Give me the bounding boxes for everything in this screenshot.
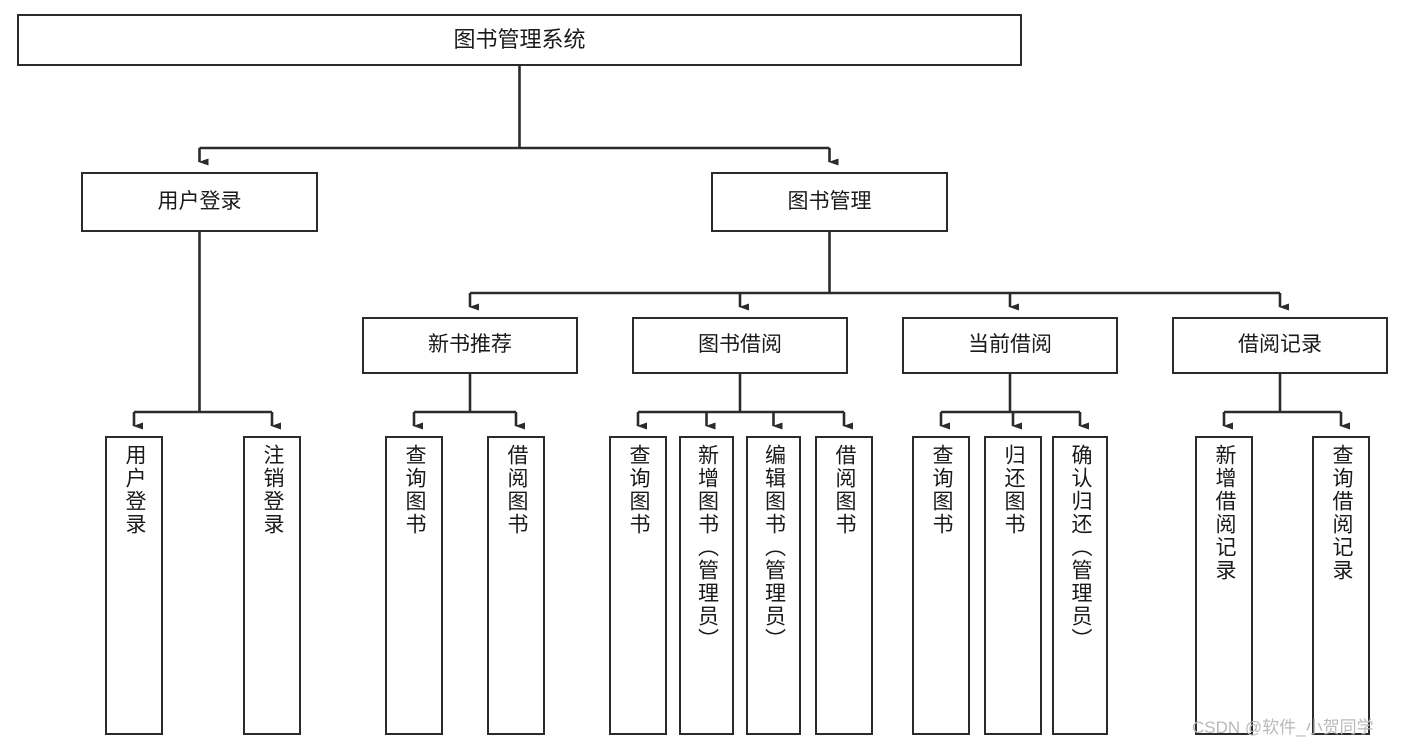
node-label-leaf-add-record: 新增借阅记录 — [1213, 444, 1237, 582]
node-label-leaf-edit-book-admin: 编辑图书（管理员） — [762, 444, 786, 651]
node-leaf-add-record[interactable]: 新增借阅记录 — [1195, 436, 1253, 735]
node-label-new-book-rec: 新书推荐 — [428, 333, 512, 357]
node-label-book-manage: 图书管理 — [787, 189, 872, 213]
node-book-borrow[interactable]: 图书借阅 — [632, 317, 848, 374]
node-leaf-query-record[interactable]: 查询借阅记录 — [1312, 436, 1370, 735]
node-leaf-add-book-admin[interactable]: 新增图书（管理员） — [679, 436, 734, 735]
node-leaf-borrow-book[interactable]: 借阅图书 — [815, 436, 873, 735]
node-label-leaf-add-book-admin: 新增图书（管理员） — [695, 444, 719, 651]
node-label-current-borrow: 当前借阅 — [968, 333, 1052, 357]
edges-group — [132, 66, 1350, 430]
node-label-borrow-record: 借阅记录 — [1238, 333, 1322, 357]
node-label-book-borrow: 图书借阅 — [698, 333, 782, 357]
node-label-leaf-borrow-book: 借阅图书 — [833, 444, 857, 536]
node-label-leaf-query-record: 查询借阅记录 — [1330, 444, 1354, 582]
node-root[interactable]: 图书管理系统 — [17, 14, 1022, 66]
node-label-leaf-borrow-query-book: 查询图书 — [627, 444, 651, 536]
node-leaf-borrow-query-book[interactable]: 查询图书 — [609, 436, 667, 735]
node-label-leaf-rec-query-book: 查询图书 — [403, 444, 427, 536]
node-label-leaf-cur-query-book: 查询图书 — [930, 444, 954, 536]
node-label-leaf-logout: 注销登录 — [261, 444, 285, 536]
node-label-leaf-confirm-return-admin: 确认归还（管理员） — [1069, 444, 1093, 651]
node-new-book-rec[interactable]: 新书推荐 — [362, 317, 578, 374]
node-label-leaf-rec-borrow-book: 借阅图书 — [505, 444, 529, 536]
node-label-root: 图书管理系统 — [453, 27, 586, 53]
node-leaf-rec-query-book[interactable]: 查询图书 — [385, 436, 443, 735]
node-label-user-login: 用户登录 — [157, 189, 242, 213]
node-leaf-rec-borrow-book[interactable]: 借阅图书 — [487, 436, 545, 735]
node-user-login[interactable]: 用户登录 — [81, 172, 318, 232]
node-leaf-user-login[interactable]: 用户登录 — [105, 436, 163, 735]
node-leaf-confirm-return-admin[interactable]: 确认归还（管理员） — [1052, 436, 1108, 735]
node-label-leaf-user-login: 用户登录 — [123, 444, 147, 536]
node-leaf-edit-book-admin[interactable]: 编辑图书（管理员） — [746, 436, 801, 735]
node-leaf-return-book[interactable]: 归还图书 — [984, 436, 1042, 735]
node-leaf-cur-query-book[interactable]: 查询图书 — [912, 436, 970, 735]
node-leaf-logout[interactable]: 注销登录 — [243, 436, 301, 735]
node-label-leaf-return-book: 归还图书 — [1002, 444, 1026, 536]
node-book-manage[interactable]: 图书管理 — [711, 172, 948, 232]
node-current-borrow[interactable]: 当前借阅 — [902, 317, 1118, 374]
node-borrow-record[interactable]: 借阅记录 — [1172, 317, 1388, 374]
